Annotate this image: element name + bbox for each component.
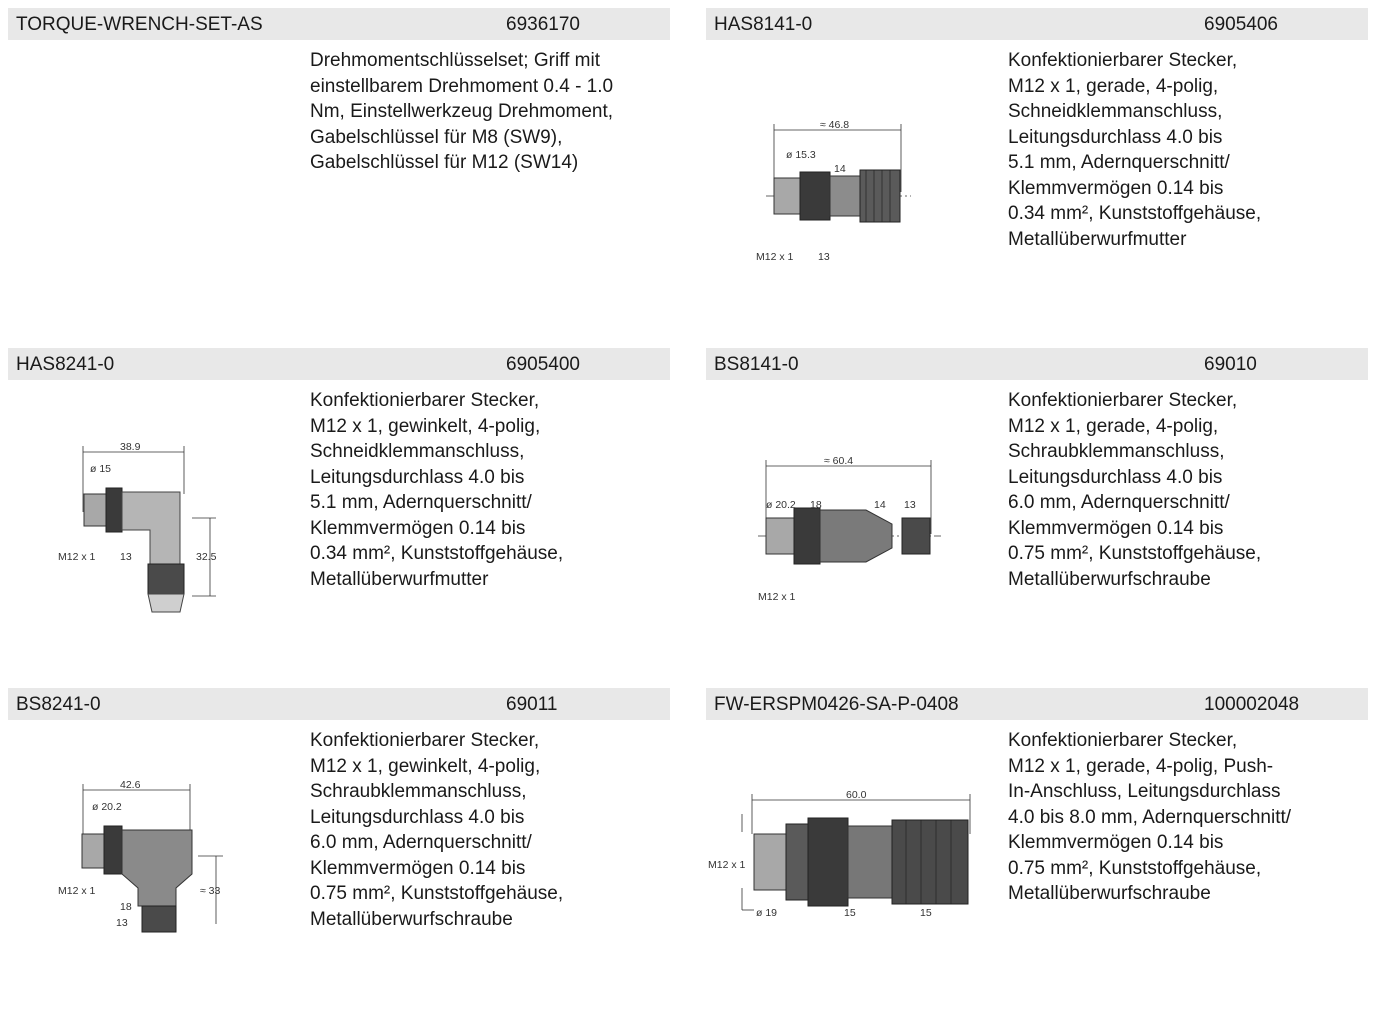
product-number: 6905406 xyxy=(1204,14,1278,35)
dim-diameter: ø 15.3 xyxy=(786,149,816,161)
card-header: HAS8141-0 6905406 xyxy=(706,8,1368,40)
product-description: Drehmomentschlüsselset; Griff mit einste… xyxy=(310,50,614,173)
product-title: BS8241-0 xyxy=(16,694,101,715)
dim-thread: M12 x 1 xyxy=(708,859,746,871)
dim-wrench-b: 13 xyxy=(116,917,128,929)
connector-drawing: ≈ 46.8 ø 15.3 14 M12 x 1 13 xyxy=(706,44,1006,324)
straight-connector-svg: 60.0 M12 x 1 ø 19 15 15 xyxy=(708,789,971,919)
dim-wrench: 13 xyxy=(120,551,132,563)
angled-connector-svg: 38.9 ø 15 M12 x 1 13 32.5 xyxy=(58,441,217,613)
product-title: HAS8241-0 xyxy=(16,354,115,375)
product-description: Konfektionierbarer Stecker, M12 x 1, ger… xyxy=(1008,50,1262,250)
dim-wrench-a: 15 xyxy=(844,907,856,919)
product-title: FW-ERSPM0426-SA-P-0408 xyxy=(714,694,959,715)
card-header: FW-ERSPM0426-SA-P-0408 100002048 xyxy=(706,688,1368,720)
card-header: BS8241-0 69011 xyxy=(8,688,670,720)
product-description: Konfektionierbarer Stecker, M12 x 1, gew… xyxy=(310,390,564,590)
straight-connector-svg: ≈ 46.8 ø 15.3 14 M12 x 1 13 xyxy=(756,119,911,263)
dim-height: 32.5 xyxy=(196,551,217,563)
dim-diameter: ø 19 xyxy=(756,907,777,919)
product-description: Konfektionierbarer Stecker, M12 x 1, gew… xyxy=(310,730,564,930)
product-card: HAS8241-0 6905400 38.9 ø 15 M12 x 1 13 3… xyxy=(8,348,670,678)
dim-thread: M12 x 1 xyxy=(58,885,96,897)
dim-wrench-b: 15 xyxy=(920,907,932,919)
dim-wrench-a: 18 xyxy=(810,499,822,511)
dim-wrench-a: 18 xyxy=(120,901,132,913)
dim-wrench-a: 14 xyxy=(834,163,846,175)
card-header: HAS8241-0 6905400 xyxy=(8,348,670,380)
product-description: Konfektionierbarer Stecker, M12 x 1, ger… xyxy=(1008,730,1292,904)
product-number: 100002048 xyxy=(1204,694,1300,715)
dim-wrench-b: 14 xyxy=(874,499,886,511)
product-number: 6905400 xyxy=(506,354,580,375)
angled-connector-svg: 42.6 ø 20.2 M12 x 1 18 13 ≈ 33 xyxy=(58,779,223,933)
product-card: FW-ERSPM0426-SA-P-0408 100002048 60.0 xyxy=(706,688,1368,1018)
dim-diameter: ø 20.2 xyxy=(92,801,122,813)
product-title: BS8141-0 xyxy=(714,354,799,375)
card-header: TORQUE-WRENCH-SET-AS 6936170 xyxy=(8,8,670,40)
card-header: BS8141-0 69010 xyxy=(706,348,1368,380)
dim-length: 38.9 xyxy=(120,441,141,453)
product-card: TORQUE-WRENCH-SET-AS 6936170 Drehmoments… xyxy=(8,8,670,338)
connector-drawing: 38.9 ø 15 M12 x 1 13 32.5 xyxy=(8,384,308,664)
product-card: HAS8141-0 6905406 ≈ 46.8 ø 15.3 14 M12 x… xyxy=(706,8,1368,338)
product-number: 6936170 xyxy=(506,14,580,35)
product-title: TORQUE-WRENCH-SET-AS xyxy=(16,14,263,35)
dim-length: ≈ 60.4 xyxy=(824,455,853,467)
dim-length: 42.6 xyxy=(120,779,141,791)
dim-height: ≈ 33 xyxy=(200,885,221,897)
dim-wrench-b: 13 xyxy=(818,251,830,263)
dim-diameter: ø 15 xyxy=(90,463,111,475)
straight-connector-svg: ≈ 60.4 ø 20.2 18 14 13 M12 x 1 xyxy=(758,455,941,603)
product-card: BS8241-0 69011 42.6 ø 20.2 M12 x 1 18 13… xyxy=(8,688,670,1018)
connector-drawing: 42.6 ø 20.2 M12 x 1 18 13 ≈ 33 xyxy=(8,724,308,1004)
product-description: Konfektionierbarer Stecker, M12 x 1, ger… xyxy=(1008,390,1262,590)
connector-drawing: 60.0 M12 x 1 ø 19 15 15 xyxy=(706,724,1006,1004)
dim-thread: M12 x 1 xyxy=(58,551,96,563)
dim-length: ≈ 46.8 xyxy=(820,119,849,131)
product-card: BS8141-0 69010 ≈ 60.4 ø 20.2 18 14 13 M1… xyxy=(706,348,1368,678)
dim-diameter: ø 20.2 xyxy=(766,499,796,511)
product-number: 69010 xyxy=(1204,354,1257,375)
dim-wrench-c: 13 xyxy=(904,499,916,511)
dim-thread: M12 x 1 xyxy=(758,591,796,603)
dim-length: 60.0 xyxy=(846,789,867,801)
connector-drawing: ≈ 60.4 ø 20.2 18 14 13 M12 x 1 xyxy=(706,384,1006,664)
product-number: 69011 xyxy=(506,694,558,715)
product-title: HAS8141-0 xyxy=(714,14,813,35)
dim-thread: M12 x 1 xyxy=(756,251,794,263)
